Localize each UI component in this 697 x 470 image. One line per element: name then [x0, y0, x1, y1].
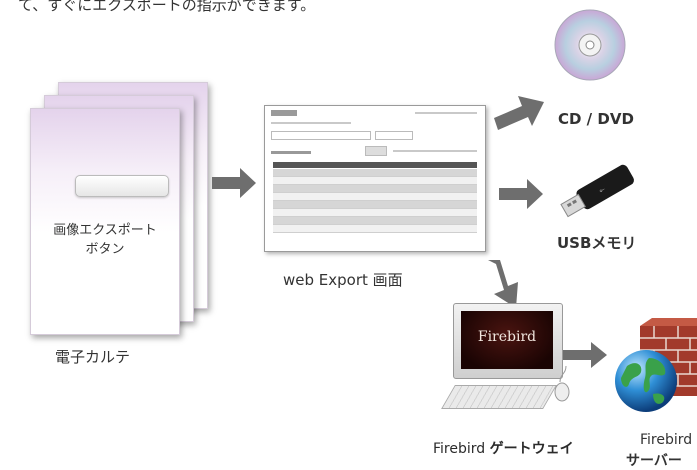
web-export-caption: web Export 画面 — [283, 271, 403, 289]
karte-caption: 電子カルテ — [55, 348, 131, 366]
server-label-1: Firebird — [640, 432, 693, 448]
arrow-to-server — [563, 342, 607, 368]
mouse-icon — [554, 366, 570, 402]
monitor-screen: Firebird — [461, 311, 553, 369]
karte-sheet-front: 画像エクスポート ボタン — [30, 108, 180, 335]
cd-dvd-label: CD / DVD — [558, 110, 634, 128]
image-export-label-1: 画像エクスポート — [53, 223, 157, 238]
web-export-logo — [271, 110, 297, 116]
usb-memory-icon: ⟜ — [560, 164, 634, 218]
keyboard-icon — [441, 385, 557, 409]
arrow-to-gateway — [488, 260, 518, 308]
gateway-label-jp: ゲートウェイ — [489, 441, 574, 457]
arrow-to-cd-dvd — [494, 96, 544, 130]
usb-label: USBメモリ — [557, 234, 637, 252]
cd-dvd-icon — [554, 9, 626, 81]
arrow-to-web-export — [212, 168, 256, 198]
image-export-label-2: ボタン — [85, 242, 125, 257]
gateway-label-firebird: Firebird — [433, 441, 486, 457]
globe-icon — [615, 350, 677, 412]
monitor-logo: Firebird — [477, 329, 537, 345]
svg-text:⟜: ⟜ — [598, 185, 607, 195]
image-export-button[interactable] — [75, 175, 169, 197]
gateway-monitor: Firebird — [453, 303, 563, 379]
intro-text: て、すぐにエクスポートの指示ができます。 — [18, 0, 316, 14]
web-export-screenshot — [264, 105, 486, 252]
gateway-label: Firebird ゲートウェイ — [433, 438, 574, 458]
server-label-2: サーバー — [626, 453, 682, 469]
arrow-to-usb — [499, 179, 543, 209]
